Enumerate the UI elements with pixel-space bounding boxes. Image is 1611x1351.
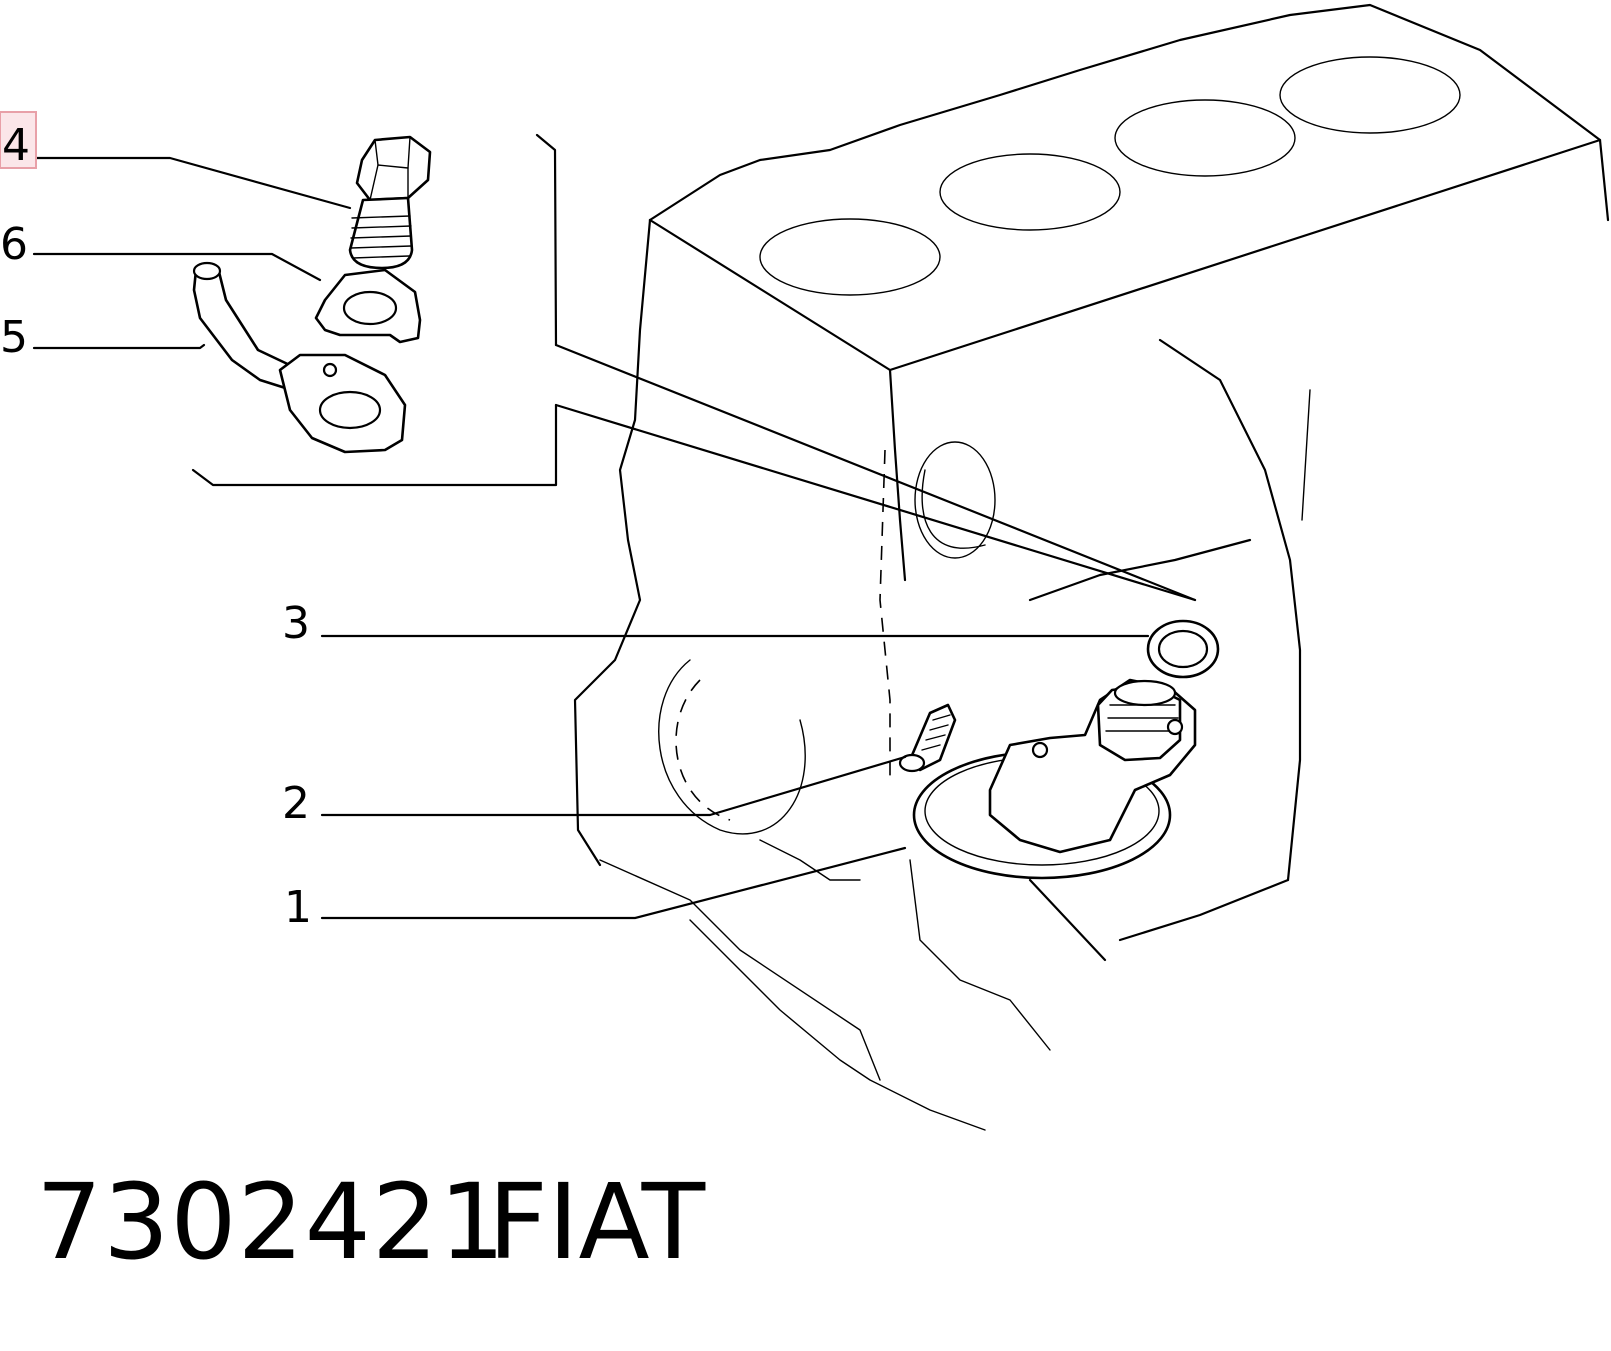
detail-inset-frame xyxy=(191,133,1197,602)
callout-1: 1 xyxy=(284,882,312,933)
callout-4-highlight xyxy=(0,111,37,169)
callout-5: 5 xyxy=(0,312,28,363)
washer-plate-part xyxy=(314,268,422,344)
callout-2: 2 xyxy=(282,778,310,829)
banjo-pipe-part xyxy=(192,261,407,454)
banjo-bolt-part xyxy=(348,135,432,270)
engine-block-drawing xyxy=(573,3,1610,1131)
part-number: 7302421 xyxy=(36,1161,507,1283)
callout-4: 4 xyxy=(2,120,30,171)
stud-part xyxy=(898,703,957,773)
callout-3: 3 xyxy=(282,598,310,649)
leader-lines xyxy=(32,156,1150,920)
brand-name: FIAT xyxy=(488,1161,706,1283)
oil-filter-support-part xyxy=(912,678,1197,880)
sealing-ring-part xyxy=(1146,619,1220,679)
callout-6: 6 xyxy=(0,219,28,270)
